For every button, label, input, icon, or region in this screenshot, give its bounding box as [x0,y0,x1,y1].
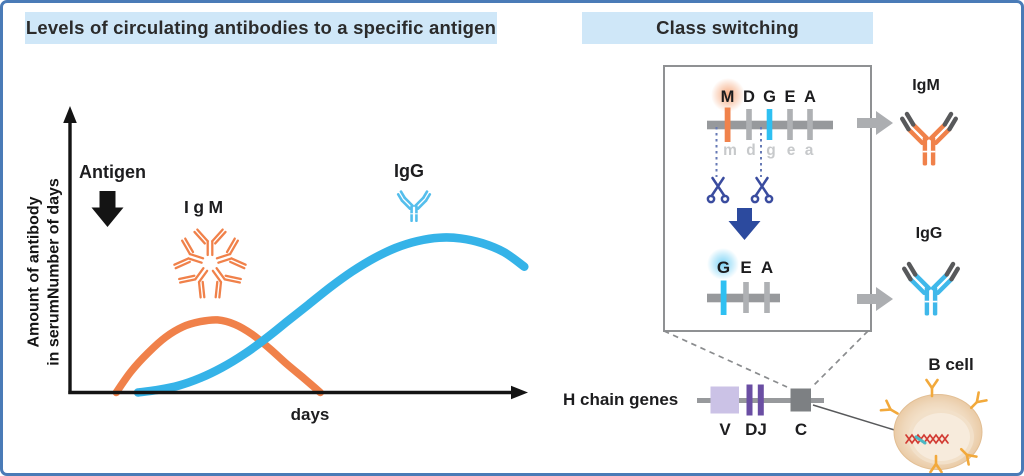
antibody-level-chart [63,106,529,400]
gene-letter-G: G [763,88,776,106]
scissors-icon [706,176,730,204]
chart-axes [63,106,528,400]
gene-letter-G2: G [716,258,731,277]
igm-pentamer-icon [172,228,248,301]
gene-letter-M: M [720,88,735,106]
figure-art [63,78,988,473]
b-cell-label: B cell [928,355,974,374]
c-label: C [794,420,808,439]
gene-letter-E: E [784,88,796,106]
igm-antibody-icon [902,114,956,165]
switch-down-arrow [728,208,761,240]
dna-squiggle [905,433,949,445]
arrow-to-igg [857,287,893,311]
b-cell [879,378,988,473]
igg-curve [133,233,529,397]
g-tick-cyan [766,109,773,140]
scissors-icon [750,176,774,204]
m-gene-glow [711,78,745,112]
igg-right-label: IgG [915,225,943,242]
gene-bar-bottom [707,280,780,315]
m-tick-orange [724,107,731,142]
zoom-converge-lines [663,330,869,388]
v-label: V [719,420,731,439]
gene-letter-A: A [804,88,816,106]
gene-bar-top [707,107,833,142]
igg-antibody-icon [904,264,958,315]
bcr-receptor-icon [879,399,902,420]
h-chain-track [697,384,824,416]
x-axis-label: days [290,405,330,424]
g-gene-glow [707,248,739,280]
h-chain-genes-label: H chain genes [563,390,679,409]
igm-right-label: IgM [912,77,940,94]
faded-gene-letter-m: m [723,142,737,159]
igg-antibody-small-icon [396,190,432,224]
antigen-label: Antigen [79,162,146,182]
faded-gene-letter-a: a [804,142,814,159]
y-axis-label: Amount of antibody in serumNumber of day… [25,178,62,366]
arrow-to-igm [857,111,893,135]
igm-curve-label: IgM [184,197,228,217]
g-tick-cyan [720,280,727,315]
bcr-receptor-icon [925,378,939,398]
igg-curve-label: IgG [394,161,424,181]
class-switching-diagram [663,78,988,473]
c-segment [790,388,811,412]
dj-label: DJ [745,420,767,439]
igm-curve [112,316,325,397]
left-panel-title: Levels of circulating antibodies to a sp… [25,12,497,44]
faded-gene-letter-d: d [746,142,756,159]
right-panel-title: Class switching [582,12,873,44]
faded-gene-letter-e: e [786,142,796,159]
antigen-down-arrow [91,191,124,227]
j-segment [757,384,764,416]
gene-letter-D: D [743,88,755,106]
faded-gene-letter-g: g [766,142,776,159]
cut-lines [715,127,762,177]
gene-letter-E2: E [740,258,752,277]
gene-letter-A2: A [760,258,774,277]
v-segment [710,386,739,414]
d-segment [746,384,753,416]
